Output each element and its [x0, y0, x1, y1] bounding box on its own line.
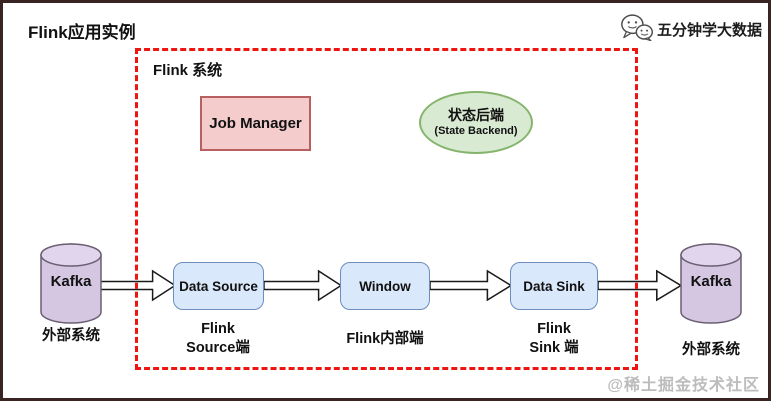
- wechat-icon: [620, 13, 653, 46]
- flink-source-caption: Flink Source端: [158, 320, 278, 358]
- caption-line: Flink: [537, 321, 571, 337]
- state-backend-label-en: (State Backend): [434, 125, 518, 137]
- caption-line: Flink内部端: [346, 331, 424, 347]
- window-node: Window: [340, 262, 430, 310]
- kafka-source-cylinder-icon: [40, 243, 102, 325]
- external-system-caption-left: 外部系统: [42, 328, 100, 344]
- data-source-node: Data Source: [173, 262, 264, 310]
- flow-arrow-icon: [264, 269, 342, 302]
- data-sink-node: Data Sink: [510, 262, 598, 310]
- flink-sink-caption: Flink Sink 端: [494, 320, 614, 358]
- external-system-caption-right: 外部系统: [682, 342, 740, 358]
- state-backend-label-cn: 状态后端: [448, 107, 504, 123]
- watermark: @稀土掘金技术社区: [607, 377, 760, 394]
- flow-arrow-icon: [598, 269, 682, 302]
- caption-line: Flink: [201, 321, 235, 337]
- kafka-sink-cylinder-icon: [680, 243, 742, 325]
- page-title: Flink应用实例: [28, 23, 136, 42]
- flow-arrow-icon: [430, 269, 512, 302]
- flow-arrow-icon: [98, 269, 176, 302]
- state-backend-node: 状态后端 (State Backend): [419, 91, 533, 154]
- job-manager-node: Job Manager: [200, 96, 311, 151]
- brand-label: 五分钟学大数据: [656, 22, 762, 39]
- flink-system-label: Flink 系统: [153, 62, 223, 79]
- kafka-sink-label: Kafka: [690, 273, 732, 290]
- brand: 五分钟学大数据: [620, 13, 762, 46]
- caption-line: Sink 端: [529, 340, 579, 356]
- kafka-source-label: Kafka: [50, 273, 92, 290]
- caption-line: Source端: [186, 340, 250, 356]
- flink-internal-caption: Flink内部端: [325, 330, 445, 349]
